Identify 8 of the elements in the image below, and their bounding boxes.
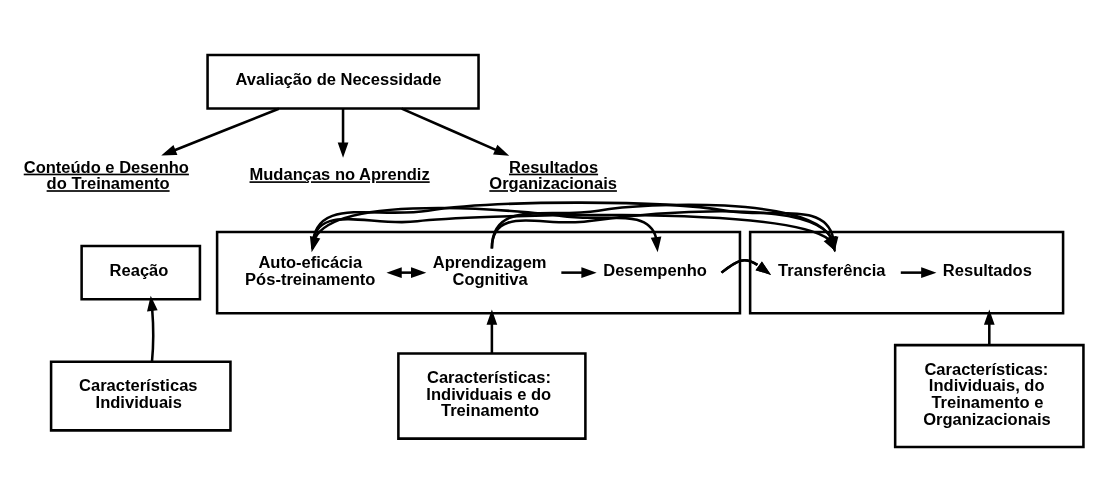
node-text: Desempenho: [603, 260, 707, 280]
node-text: Transferência: [778, 260, 886, 280]
node-text: Mudanças no Aprendiz: [249, 164, 430, 184]
node-text: Auto-eficácia Pós-treinamento: [245, 252, 376, 289]
node-text: Resultados Organizacionais: [489, 157, 617, 193]
node-text: Resultados: [942, 260, 1032, 280]
node-text: Conteúdo e Desenho do Treinamento: [23, 157, 189, 193]
node-text: Aprendizagem Cognitiva: [432, 252, 547, 289]
